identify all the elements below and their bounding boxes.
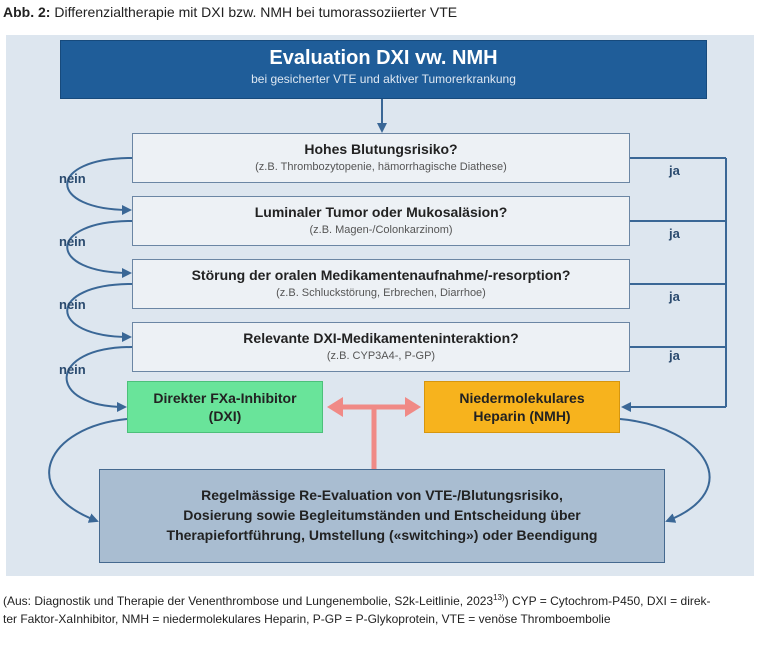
question-title: Luminaler Tumor oder Mukosaläsion? (254, 204, 508, 220)
question-title: Relevante DXI-Medikamenteninteraktion? (243, 330, 519, 346)
double-arrow-right-head (405, 397, 421, 417)
flow-arrows (48, 99, 727, 523)
question-oral-absorption: Störung der oralen Medikamentenaufnahme/… (132, 259, 630, 309)
yes-label-4: ja (669, 348, 680, 363)
caption-label: Abb. 2: (3, 4, 51, 20)
reeval-line1: Regelmässige Re-Evaluation von VTE-/Blut… (201, 487, 563, 503)
reevaluation-box: Regelmässige Re-Evaluation von VTE-/Blut… (99, 469, 665, 563)
dxi-line1: Direkter FXa-Inhibitor (153, 390, 297, 406)
nmh-line2: Heparin (NMH) (473, 408, 571, 424)
yes-label-2: ja (669, 226, 680, 241)
arrow-dxi-to-reeval (48, 418, 128, 523)
figure-caption: Abb. 2: Differenzialtherapie mit DXI bzw… (3, 4, 457, 20)
no-label-2: nein (59, 234, 86, 249)
yes-label-3: ja (669, 289, 680, 304)
footnote-line2: ter Faktor-XaInhibitor, NMH = niedermole… (3, 612, 611, 626)
result-nmh: Niedermolekulares Heparin (NMH) (424, 381, 620, 433)
result-dxi: Direkter FXa-Inhibitor (DXI) (127, 381, 323, 433)
arrow-nmh-to-reeval (619, 418, 711, 523)
question-detail: (z.B. Thrombozytopenie, hämorrhagische D… (255, 161, 507, 173)
yes-label-1: ja (669, 163, 680, 178)
question-drug-interaction: Relevante DXI-Medikamenteninteraktion? (… (132, 322, 630, 372)
footnote-line1-pre: (Aus: Diagnostik und Therapie der Venent… (3, 594, 494, 608)
evaluation-header: Evaluation DXI vw. NMH bei gesicherter V… (60, 40, 707, 99)
arrow-no-1 (66, 157, 133, 215)
caption-text: Differenzialtherapie mit DXI bzw. NMH be… (54, 4, 458, 20)
footnote-line1-post: ) CYP = Cytochrom-P450, DXI = direk- (504, 594, 711, 608)
footnote-ref: 13) (493, 593, 505, 602)
question-title: Hohes Blutungsrisiko? (304, 141, 458, 157)
nmh-line1: Niedermolekulares (459, 390, 585, 406)
arrow-no-4 (65, 346, 133, 412)
arrow-no-2 (66, 220, 133, 278)
no-label-1: nein (59, 171, 86, 186)
header-title: Evaluation DXI vw. NMH (269, 47, 498, 69)
double-arrow-left-head (327, 397, 343, 417)
question-bleeding-risk: Hohes Blutungsrisiko? (z.B. Thrombozytop… (132, 133, 630, 183)
no-label-4: nein (59, 362, 86, 377)
question-detail: (z.B. Schluckstörung, Erbrechen, Diarrho… (276, 287, 486, 299)
question-luminal-tumor: Luminaler Tumor oder Mukosaläsion? (z.B.… (132, 196, 630, 246)
footnote: (Aus: Diagnostik und Therapie der Venent… (3, 589, 755, 628)
reeval-line2: Dosierung sowie Begleitumständen und Ent… (183, 507, 581, 523)
arrow-no-3 (66, 283, 133, 342)
question-title: Störung der oralen Medikamentenaufnahme/… (191, 267, 571, 283)
reeval-line3: Therapiefortführung, Umstellung («switch… (166, 527, 598, 543)
question-detail: (z.B. CYP3A4-, P-GP) (326, 350, 436, 362)
dxi-line2: (DXI) (208, 408, 242, 424)
header-subtitle: bei gesicherter VTE und aktiver Tumorerk… (251, 72, 516, 86)
no-label-3: nein (59, 297, 86, 312)
question-detail: (z.B. Magen-/Colonkarzinom) (309, 224, 453, 236)
diagram-panel: Evaluation DXI vw. NMH bei gesicherter V… (6, 35, 754, 576)
